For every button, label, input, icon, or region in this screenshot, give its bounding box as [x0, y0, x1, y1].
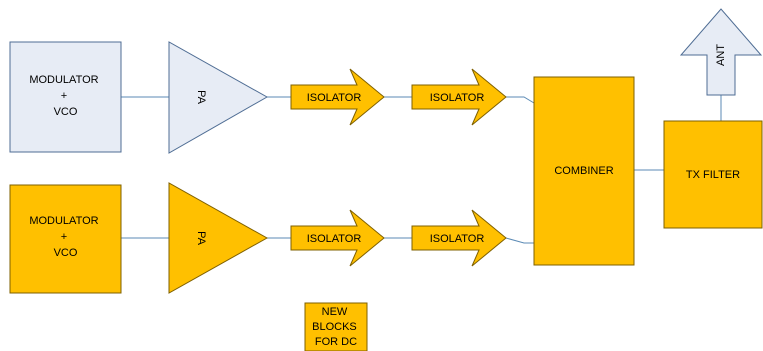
tx-filter-block	[663, 120, 763, 229]
bottom-pa-label: PA	[195, 231, 207, 246]
top-isolator-2-arrow	[411, 68, 507, 126]
bottom-chain: MODULATOR + VCO PA ISOLATOR ISOLATOR	[9, 182, 507, 294]
bottom-isolator-1-arrow	[290, 209, 385, 267]
top-isolator-1-label: ISOLATOR	[307, 92, 362, 104]
antenna-label: ANT	[715, 44, 727, 66]
bottom-pa-amplifier	[168, 182, 269, 294]
connectors	[121, 95, 722, 244]
bottom-modulator-vco-block	[9, 184, 122, 294]
top-pa-amplifier	[168, 41, 269, 154]
top-modulator-vco-block	[9, 41, 122, 153]
combiner-block	[533, 76, 635, 266]
legend-label: NEW BLOCKS FOR DC	[312, 306, 360, 348]
wire-bottom-iso2-combiner	[505, 237, 534, 244]
combiner-label: COMBINER	[554, 165, 613, 177]
wire-top-iso2-combiner	[506, 96, 535, 104]
tx-filter-label: TX FILTER	[686, 169, 740, 181]
bottom-isolator-2-arrow	[411, 209, 507, 267]
bottom-modulator-label: MODULATOR + VCO	[29, 215, 101, 259]
bottom-isolator-2-label: ISOLATOR	[430, 233, 485, 245]
bottom-isolator-1-label: ISOLATOR	[307, 233, 362, 245]
legend-new-blocks-swatch	[304, 302, 368, 351]
antenna-arrow-icon	[679, 8, 763, 96]
top-isolator-1-arrow	[290, 68, 385, 126]
top-pa-label: PA	[195, 90, 207, 105]
top-modulator-label: MODULATOR + VCO	[29, 74, 101, 118]
top-isolator-2-label: ISOLATOR	[430, 92, 485, 104]
top-chain: MODULATOR + VCO PA ISOLATOR ISOLATOR	[9, 41, 507, 154]
